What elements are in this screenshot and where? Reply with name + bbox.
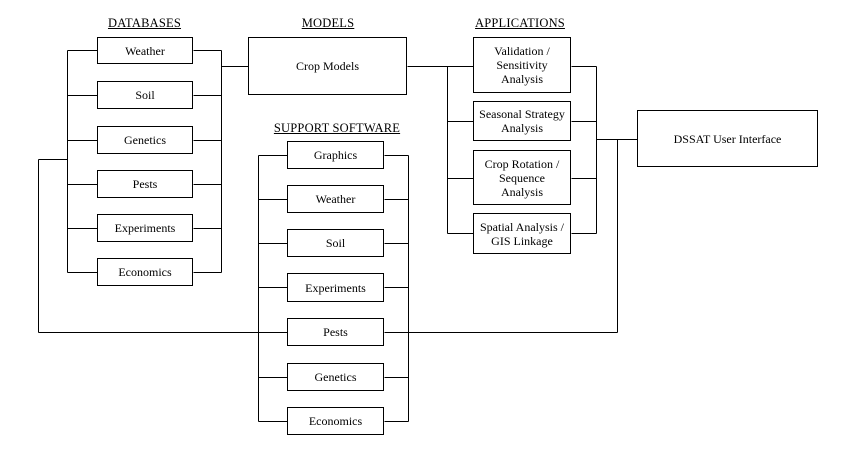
database-genetics-label: Genetics [124, 133, 166, 147]
dssat-user-interface-label: DSSAT User Interface [673, 131, 782, 146]
support-economics-box: Economics [287, 407, 384, 435]
database-soil-label: Soil [135, 88, 155, 102]
dssat-user-interface-box: DSSAT User Interface [637, 110, 818, 167]
application-spatial-line-2: GIS Linkage [491, 233, 553, 248]
support-software-header: SUPPORT SOFTWARE [273, 121, 401, 135]
application-seasonal-line-1: Seasonal Strategy [479, 107, 565, 121]
application-seasonal-line-2: Analysis [501, 121, 543, 135]
application-validation-line-2: Sensitivity [496, 58, 548, 72]
application-spatial-line-1: Spatial Analysis / [480, 219, 564, 234]
applications-header: APPLICATIONS [475, 16, 565, 30]
support-genetics-label: Genetics [314, 370, 357, 384]
application-crop-rotation-line-3: Analysis [500, 184, 543, 199]
support-graphics-box: Graphics [287, 141, 384, 169]
database-experiments-label: Experiments [114, 221, 176, 235]
support-economics-label: Economics [308, 414, 363, 428]
application-validation-line-1: Validation / [494, 44, 550, 58]
application-crop-rotation-line-2: Sequence [499, 170, 545, 185]
support-soil-label: Soil [325, 236, 346, 250]
crop-models-label: Crop Models [296, 59, 359, 73]
database-economics-label: Economics [118, 265, 172, 279]
database-pests-label: Pests [132, 177, 158, 191]
support-weather-box: Weather [287, 185, 384, 213]
database-soil-box: Soil [97, 81, 193, 109]
database-weather-label: Weather [125, 43, 165, 58]
database-experiments-box: Experiments [97, 214, 193, 242]
database-genetics-box: Genetics [97, 126, 193, 154]
databases-header: DATABASES [107, 16, 182, 30]
support-weather-label: Weather [315, 192, 356, 206]
application-spatial-box: Spatial Analysis /GIS Linkage [473, 213, 571, 254]
support-experiments-box: Experiments [287, 273, 384, 302]
support-graphics-label: Graphics [313, 148, 358, 162]
application-validation-line-3: Analysis [500, 72, 543, 86]
application-crop-rotation-line-1: Crop Rotation / [484, 156, 560, 171]
database-economics-box: Economics [97, 258, 193, 286]
database-pests-box: Pests [97, 170, 193, 198]
support-experiments-label: Experiments [305, 280, 366, 295]
support-pests-label: Pests [323, 325, 348, 339]
crop-models-box: Crop Models [248, 37, 407, 95]
support-soil-box: Soil [287, 229, 384, 257]
models-header: MODELS [301, 16, 355, 30]
database-weather-box: Weather [97, 37, 193, 64]
support-pests-box: Pests [287, 318, 384, 346]
support-genetics-box: Genetics [287, 363, 384, 391]
